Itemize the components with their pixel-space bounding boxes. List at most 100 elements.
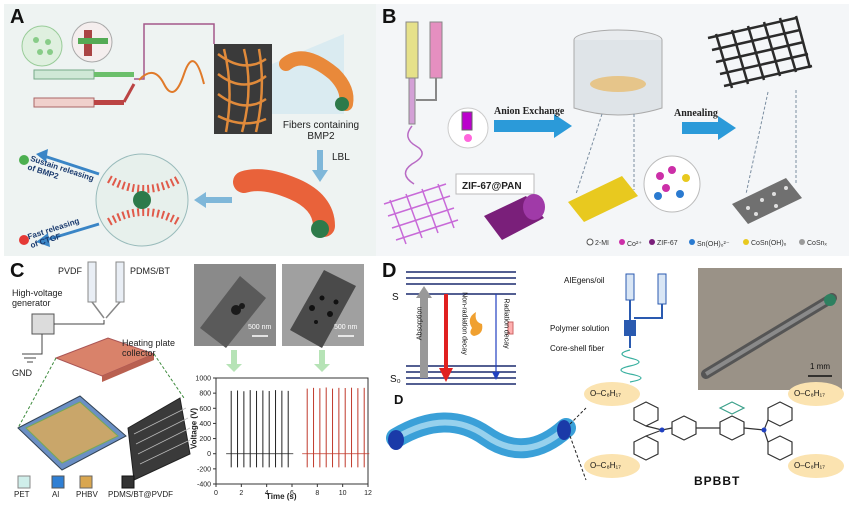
syringe-red: [33, 97, 95, 108]
swatch-al: [51, 475, 65, 489]
legend-snoh6: Sn(OH)₆²⁻: [697, 241, 730, 248]
energy-levels: [406, 271, 516, 385]
coated-fiber: [233, 169, 335, 237]
electrospun-jet: [138, 60, 205, 93]
hv-label: High-voltage generator: [12, 288, 63, 308]
zif-pan-label: ZIF-67@PAN: [462, 181, 522, 192]
panel-b: B: [376, 4, 849, 256]
x-tick-label: 4: [265, 490, 269, 497]
panel-letter-d-lower: D: [394, 392, 404, 407]
tem-arrow-1: [226, 364, 242, 372]
legend-2mi: 2-MI: [595, 240, 609, 247]
pan-mesh: [383, 183, 459, 245]
fiber-mat-c: [127, 397, 191, 481]
legend-markers: [586, 238, 805, 246]
fiber-photo: [698, 268, 842, 390]
legend-pet: PET: [14, 490, 30, 499]
legend-phbv: PHBV: [76, 490, 98, 499]
heating-label-line1: Heating plate: [122, 338, 176, 348]
fiber-core: [335, 97, 349, 111]
y-tick-label: 600: [199, 406, 211, 413]
y-tick-label: 400: [199, 421, 211, 428]
legend-pdms-pvdf: PDMS/BT@PVDF: [108, 490, 174, 499]
polymer-label: Polymer solution: [550, 324, 610, 333]
syringe-green: [33, 69, 95, 80]
coaxial-nozzle: [624, 320, 636, 336]
fibers-caption-line2: BMP2: [307, 131, 335, 142]
legend-zif67: ZIF-67: [657, 240, 678, 247]
pdms-bt-label: PDMS/BT: [130, 266, 171, 276]
y-tick-label: 0: [207, 451, 211, 458]
panel-a: A: [4, 4, 376, 256]
core-shell-label: Core-shell fiber: [550, 344, 605, 353]
syringe-green-needle: [94, 72, 134, 77]
coated-fiber-core: [311, 220, 329, 238]
cosn-mesh: [707, 15, 813, 89]
s-label: S: [392, 292, 399, 303]
x-tick-label: 2: [239, 490, 243, 497]
chain-label-top-left: O–C₈H₁₇: [590, 389, 621, 398]
pvdf-syringe: [87, 261, 97, 303]
syringe-red-needle: [94, 100, 124, 105]
panel-d: D: [376, 258, 849, 504]
jet-spiral: [404, 125, 423, 185]
tem-arrow-2: [314, 364, 330, 372]
annealing-label: Annealing: [674, 108, 718, 119]
fiber-mat: [217, 48, 267, 133]
gnd-label: GND: [12, 368, 32, 378]
chain-bottom-left: [584, 454, 640, 478]
non-radiation-label: Non-radiation decay: [460, 292, 468, 355]
chain-label-top-right: O–C₈H₁₇: [794, 389, 825, 398]
aiegens-syringe: [625, 273, 635, 301]
polymer-syringe: [657, 273, 667, 305]
chain-top-left: [584, 382, 640, 406]
chain-bottom-right: [788, 454, 844, 478]
intermediate-rod: [568, 176, 638, 222]
x-tick-label: 0: [214, 490, 218, 497]
y-tick-label: -200: [197, 466, 211, 473]
heat-icon: [469, 312, 483, 336]
anion-exchange-label: Anion Exchange: [494, 106, 565, 117]
y-tick-label: 200: [199, 436, 211, 443]
chain-top-right: [788, 382, 844, 406]
cosn-rod: [732, 178, 802, 224]
fibers-caption: Fibers containing BMP2: [278, 120, 364, 142]
emission-icon: [507, 321, 514, 335]
droplet-zoom: [21, 25, 63, 67]
ctgf-marker: [19, 235, 29, 245]
panel-d-illustration: [386, 268, 844, 481]
panel-c: C: [4, 258, 376, 504]
beaker-mesh: [590, 76, 646, 92]
panel-a-illustration: [19, 21, 354, 247]
needle-join: [122, 83, 136, 103]
photo-scale-label: 1 mm: [810, 362, 830, 371]
molecule-zoom: [643, 155, 701, 213]
bmp2-marker: [19, 155, 29, 165]
heating-label-line2: collector: [122, 348, 156, 358]
panel-letter-a: A: [10, 6, 25, 28]
y-tick-label: 1000: [195, 376, 211, 383]
voltage-wire: [134, 23, 215, 80]
y-tick-label: -400: [197, 482, 211, 489]
heating-label: Heating plate collector: [122, 338, 175, 358]
light-beam: [272, 34, 344, 114]
scale-label-2: 500 nm: [334, 324, 358, 331]
chain-label-bottom-right: O–C₈H₁₇: [794, 461, 825, 470]
swatch-pet: [17, 475, 31, 489]
chain-label-bottom-left: O–C₈H₁₇: [590, 461, 621, 470]
s0-label: S₀: [390, 374, 401, 385]
panel-letter-c: C: [10, 260, 25, 282]
chart-ylabel: Voltage (V): [189, 407, 199, 450]
aiegens-label: AIEgens/oil: [564, 276, 605, 285]
x-tick-label: 8: [315, 490, 319, 497]
syringe-yellow: [405, 21, 419, 79]
sustain-arrow: [36, 149, 48, 162]
scale-label-1: 500 nm: [248, 324, 272, 331]
syringe-pink: [429, 21, 443, 79]
fast-arrow: [36, 233, 50, 247]
pdms-syringe: [115, 261, 125, 303]
legend-cosnx: CoSnₓ: [807, 240, 827, 247]
x-tick-label: 10: [339, 490, 347, 497]
